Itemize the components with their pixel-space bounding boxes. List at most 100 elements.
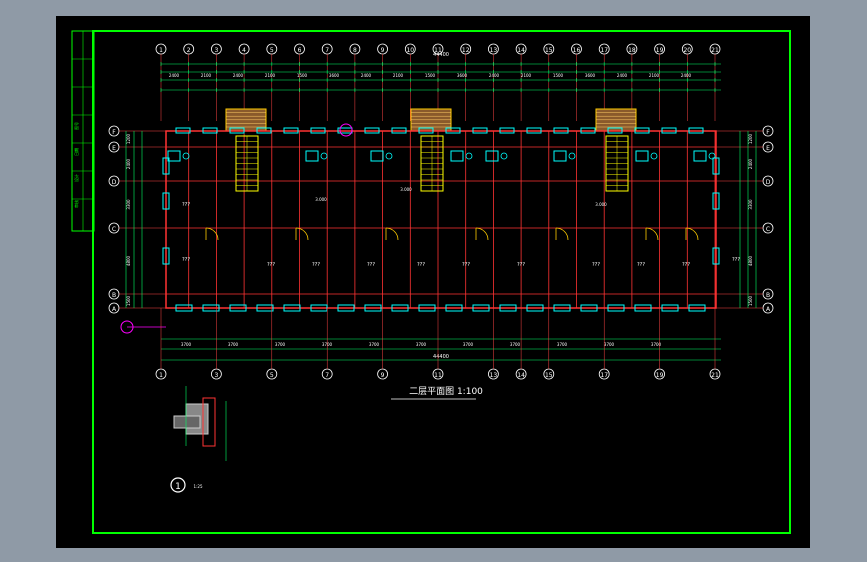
top-dimension-text: 3600 — [329, 73, 340, 78]
detail-index-bubble — [170, 477, 186, 493]
bathroom-fixture — [167, 150, 181, 162]
window-back — [472, 127, 488, 134]
window-back — [310, 127, 326, 134]
axis-label-left: D — [112, 179, 117, 186]
window-side — [162, 157, 170, 175]
toilet-fixture — [385, 152, 393, 160]
right-dimension-text: 4800 — [748, 255, 753, 266]
window-front — [364, 304, 382, 312]
axis-label-right: A — [766, 306, 771, 313]
room-label: ??? — [732, 257, 740, 263]
top-dimension-text: 3600 — [585, 73, 596, 78]
axis-label-top: 11 — [434, 47, 442, 54]
title-block-text: 审核 — [73, 200, 79, 208]
overall-dimension-top: 44400 — [433, 52, 449, 58]
elevation-label: 3.000 — [400, 187, 412, 192]
overall-dimension-bottom: 44400 — [433, 354, 449, 360]
window-front — [688, 304, 706, 312]
window-side — [162, 192, 170, 210]
window-front — [499, 304, 517, 312]
bottom-dimension-text: 3700 — [416, 342, 427, 347]
axis-label-bottom: 5 — [270, 372, 274, 379]
bottom-dimension-text: 3700 — [557, 342, 568, 347]
window-back — [499, 127, 515, 134]
left-dimension-text: 2400 — [126, 158, 131, 169]
window-back — [688, 127, 704, 134]
toilet-fixture — [500, 152, 508, 160]
section-index-marker — [339, 123, 353, 137]
axis-label-right: C — [766, 226, 770, 233]
axis-label-top: 3 — [214, 47, 218, 54]
window-front — [256, 304, 274, 312]
bottom-dimension-text: 3700 — [369, 342, 380, 347]
window-front — [634, 304, 652, 312]
exterior-wall — [165, 130, 717, 309]
axis-label-top: 21 — [711, 47, 719, 54]
sheet-border-outer — [92, 30, 791, 534]
axis-label-top: 7 — [325, 47, 329, 54]
window-back — [229, 127, 245, 134]
top-dimension-text: 2100 — [393, 73, 404, 78]
door-swing-arc — [205, 227, 219, 241]
window-back — [607, 127, 623, 134]
axis-label-top: 1 — [159, 47, 163, 54]
bottom-dimension-text: 3700 — [510, 342, 521, 347]
detail-scale-label: 1:25 — [194, 484, 203, 489]
top-dimension-text: 2400 — [617, 73, 628, 78]
title-block-text: 日期 — [73, 148, 79, 156]
bathroom-fixture — [553, 150, 567, 162]
right-dimension-text: 1500 — [748, 295, 753, 306]
axis-label-top: 19 — [656, 47, 664, 54]
left-dimension-text: 4800 — [126, 255, 131, 266]
room-label: ??? — [417, 262, 425, 268]
bathroom-fixture — [693, 150, 707, 162]
axis-label-right: B — [766, 292, 770, 299]
axis-label-bottom: 13 — [490, 372, 498, 379]
window-front — [391, 304, 409, 312]
axis-label-left: E — [112, 145, 116, 152]
top-dimension-text: 2400 — [233, 73, 244, 78]
right-dimension-text: 2400 — [748, 158, 753, 169]
door-swing-arc — [645, 227, 659, 241]
window-back — [553, 127, 569, 134]
room-label: ??? — [517, 262, 525, 268]
room-label: ??? — [637, 262, 645, 268]
bathroom-fixture — [450, 150, 464, 162]
window-front — [283, 304, 301, 312]
title-block-text: 设计 — [73, 174, 79, 182]
window-front — [661, 304, 679, 312]
bathroom-fixture — [635, 150, 649, 162]
bathroom-fixture — [485, 150, 499, 162]
room-label: ??? — [182, 257, 190, 263]
detail-slab — [173, 415, 201, 429]
axis-label-top: 10 — [406, 47, 414, 54]
window-back — [661, 127, 677, 134]
axis-label-left: B — [112, 292, 116, 299]
window-back — [418, 127, 434, 134]
bottom-dimension-text: 3700 — [228, 342, 239, 347]
bottom-dimension-text: 3700 — [275, 342, 286, 347]
top-dimension-text: 2100 — [521, 73, 532, 78]
axis-label-top: 2 — [187, 47, 191, 54]
window-side — [712, 192, 720, 210]
room-label: ??? — [267, 262, 275, 268]
top-dimension-text: 2100 — [649, 73, 660, 78]
toilet-fixture — [182, 152, 190, 160]
top-dimension-text: 2400 — [169, 73, 180, 78]
axis-label-right: E — [766, 145, 770, 152]
bottom-dimension-text: 3700 — [463, 342, 474, 347]
elevation-label: 3.000 — [315, 197, 327, 202]
axis-label-top: 8 — [353, 47, 357, 54]
axis-label-bottom: 17 — [600, 372, 608, 379]
axis-label-bottom: 3 — [214, 372, 218, 379]
axis-label-left: C — [112, 226, 116, 233]
bathroom-fixture — [370, 150, 384, 162]
top-dimension-text: 2100 — [201, 73, 212, 78]
window-back — [202, 127, 218, 134]
room-label: ??? — [592, 262, 600, 268]
left-dimension-text: 3300 — [126, 199, 131, 210]
window-front — [229, 304, 247, 312]
bathroom-fixture — [305, 150, 319, 162]
room-label: ??? — [367, 262, 375, 268]
